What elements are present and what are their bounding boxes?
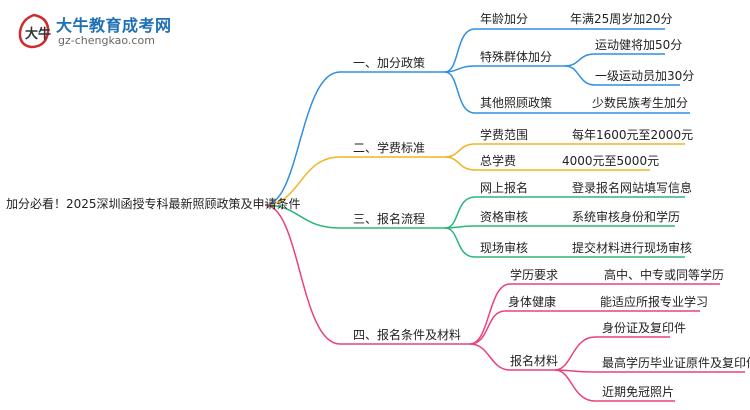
branch-3-lines bbox=[264, 196, 685, 258]
item-qualification-review: 资格审核 bbox=[480, 210, 529, 224]
branch-1-lines bbox=[264, 28, 690, 206]
branch-2-label: 二、学费标准 bbox=[353, 141, 426, 155]
item-physical-health: 身体健康 bbox=[508, 295, 557, 309]
detail-total-tuition: 4000元至5000元 bbox=[562, 154, 660, 168]
branch-1-label: 一、加分政策 bbox=[353, 56, 426, 70]
item-application-materials: 报名材料 bbox=[510, 354, 559, 368]
detail-photo: 近期免冠照片 bbox=[602, 385, 675, 399]
item-age-bonus: 年龄加分 bbox=[480, 12, 529, 26]
detail-diploma: 最高学历毕业证原件及复印件 bbox=[602, 356, 750, 370]
item-online-registration: 网上报名 bbox=[480, 181, 529, 195]
item-total-tuition: 总学费 bbox=[480, 154, 517, 168]
item-onsite-review: 现场审核 bbox=[480, 241, 529, 255]
item-tuition-range: 学费范围 bbox=[480, 128, 529, 142]
detail-qualification-review: 系统审核身份和学历 bbox=[572, 210, 681, 224]
branch-2-lines bbox=[264, 143, 685, 206]
detail-education-requirement: 高中、中专或同等学历 bbox=[604, 268, 725, 282]
detail-minority-bonus: 少数民族考生加分 bbox=[592, 96, 689, 110]
branch-4-label: 四、报名条件及材料 bbox=[353, 328, 462, 342]
logo-icon: 大牛 bbox=[18, 13, 51, 49]
detail-physical-health: 能适应所报专业学习 bbox=[600, 295, 709, 309]
watermark-brand: 大牛教育成考网 bbox=[56, 16, 172, 35]
item-education-requirement: 学历要求 bbox=[510, 268, 559, 282]
watermark-url: gz-chengkao.com bbox=[58, 34, 155, 47]
detail-first-class-athlete: 一级运动员加30分 bbox=[595, 69, 695, 83]
item-special-group-bonus: 特殊群体加分 bbox=[480, 50, 553, 64]
detail-id-card: 身份证及复印件 bbox=[602, 321, 687, 335]
detail-athlete-master: 运动健将加50分 bbox=[595, 38, 683, 52]
branch-3-label: 三、报名流程 bbox=[353, 212, 426, 226]
detail-age-bonus: 年满25周岁加20分 bbox=[570, 12, 673, 26]
detail-online-registration: 登录报名网站填写信息 bbox=[572, 181, 693, 195]
detail-tuition-range: 每年1600元至2000元 bbox=[572, 128, 694, 142]
detail-onsite-review: 提交材料进行现场审核 bbox=[572, 241, 693, 255]
branch-4-lines bbox=[264, 204, 745, 402]
svg-text:大牛: 大牛 bbox=[25, 26, 51, 42]
root-topic: 加分必看！2025深圳函授专科最新照顾政策及申请条件 bbox=[6, 197, 301, 211]
item-other-policies: 其他照顾政策 bbox=[480, 96, 553, 110]
watermark: 大牛 大牛教育成考网 gz-chengkao.com bbox=[14, 10, 184, 52]
